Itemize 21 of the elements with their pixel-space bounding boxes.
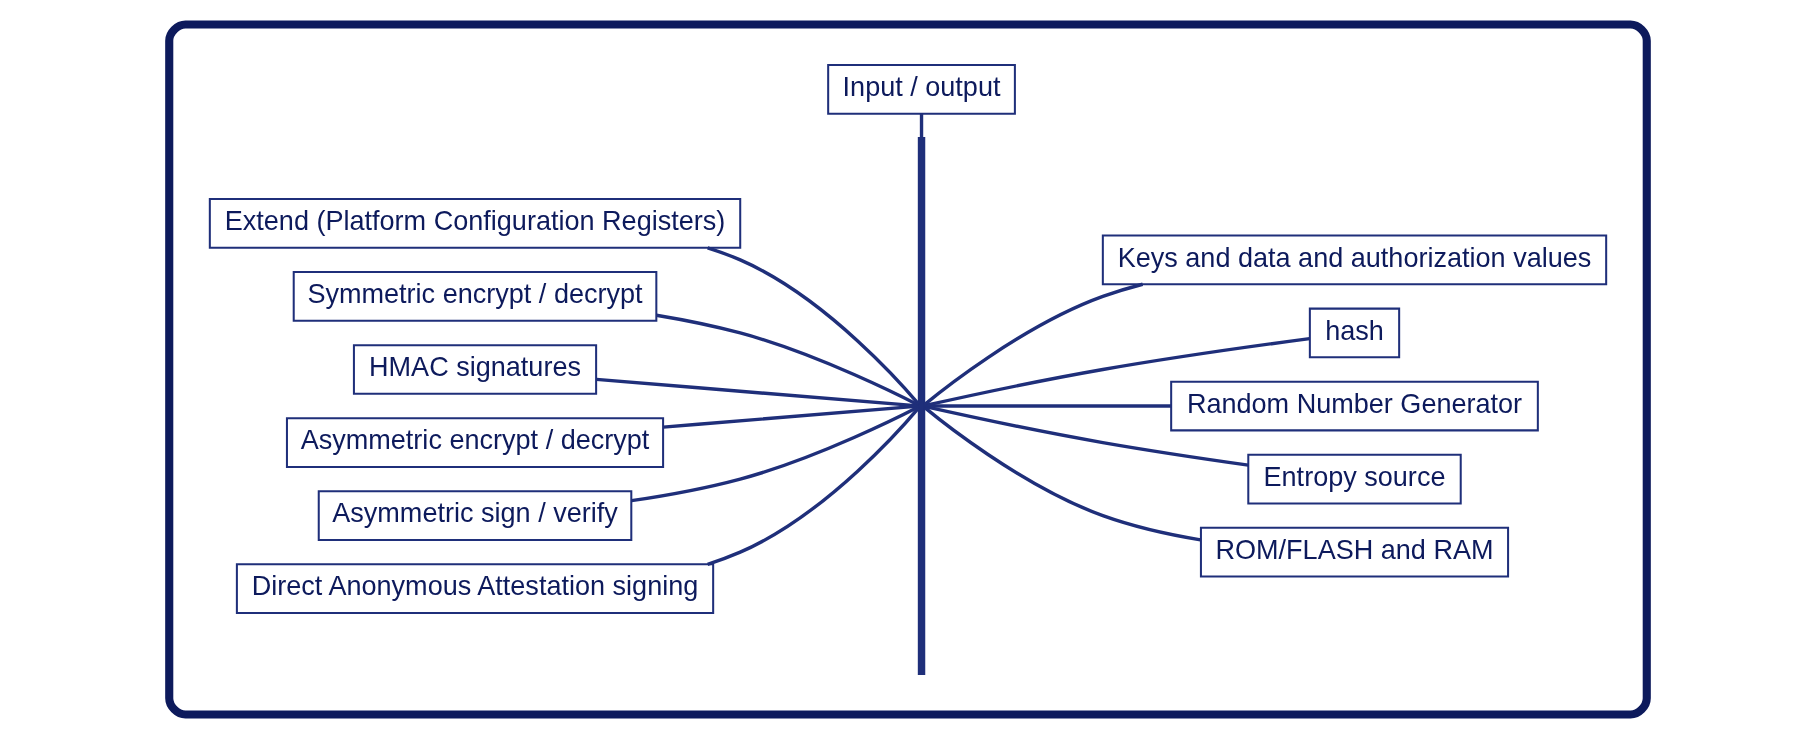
node-box: Asymmetric encrypt / decrypt [285,417,665,468]
node-box: ROM/FLASH and RAM [1199,526,1510,578]
connector [707,406,920,566]
connector [656,313,920,407]
node-bar [917,137,926,675]
connector [923,406,1201,542]
node-box: Random Number Generator [1170,380,1539,432]
node-box: hash [1308,307,1401,359]
node-box: Extend (Platform Configuration Registers) [208,198,742,249]
node-box: HMAC signatures [352,344,598,395]
node-box: Asymmetric sign / verify [317,490,633,541]
node-box: Keys and data and authorization values [1101,234,1608,286]
cluster [165,20,1651,719]
connector [631,405,920,503]
connector [919,113,924,138]
node-box: Direct Anonymous Attestation signing [235,563,715,615]
node-box: Entropy source [1247,453,1462,505]
connector [923,282,1144,406]
node-box: Symmetric encrypt / decrypt [292,271,658,322]
node-box: Input / output [827,64,1016,115]
connector [707,246,920,406]
